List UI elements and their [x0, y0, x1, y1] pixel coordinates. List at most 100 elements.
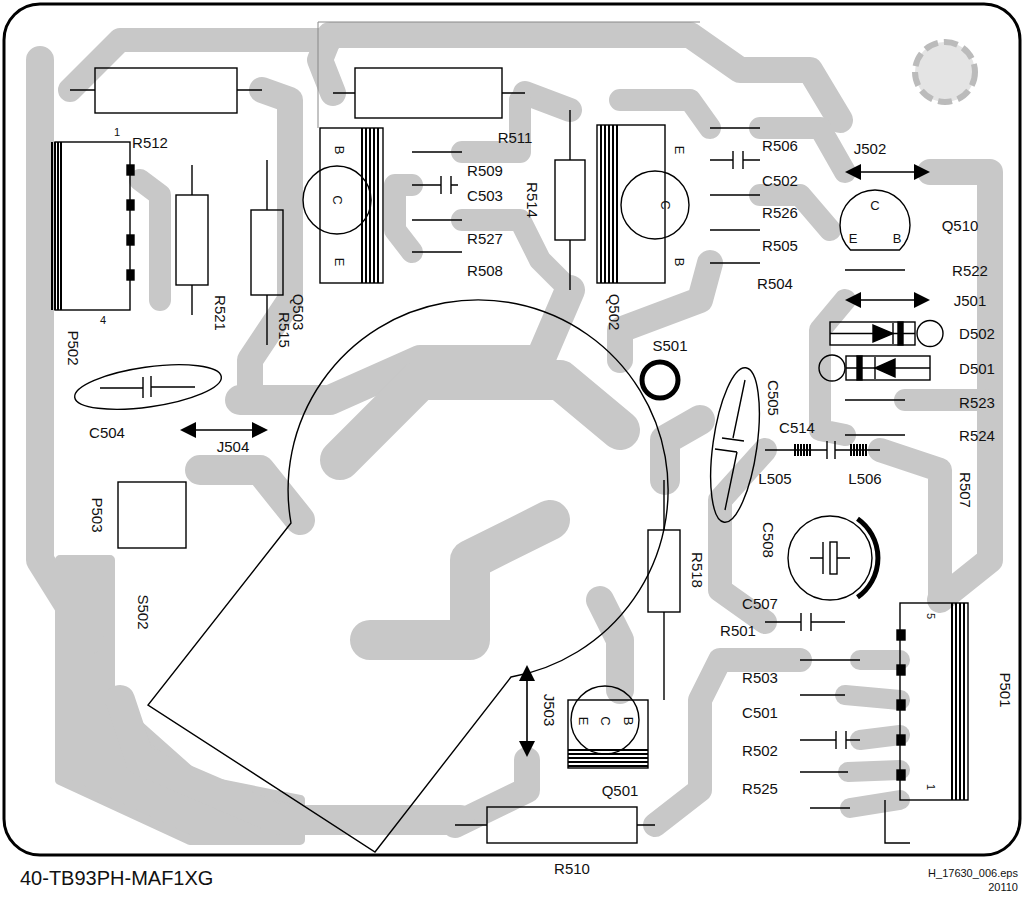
- part-label: S501: [652, 338, 687, 353]
- part-label: R509: [467, 163, 503, 178]
- capacitor-symbol: [715, 380, 745, 510]
- diode-pad: [819, 355, 845, 381]
- transistor-tab: [601, 125, 617, 283]
- diode-symbol: [846, 357, 930, 379]
- copper-trace: [40, 60, 90, 640]
- copper-trace: [655, 660, 800, 825]
- capacitor-outline: [72, 357, 224, 417]
- jumper-line: [187, 172, 923, 748]
- part-label: R514: [525, 182, 540, 218]
- resistor-symbol: [800, 659, 860, 660]
- copper-trace: [462, 220, 570, 290]
- arrow-head: [519, 665, 535, 681]
- transistor-body: [840, 190, 910, 250]
- part-label: R510: [554, 861, 590, 876]
- copper-trace: [395, 185, 412, 252]
- part-label: R526: [762, 205, 798, 220]
- part-label: D501: [959, 361, 995, 376]
- polarity-mark: [858, 519, 878, 598]
- screw-ring: [642, 362, 678, 398]
- copper-layer: [40, 35, 990, 840]
- diode-body: [830, 322, 915, 345]
- copper-trace: [760, 128, 845, 172]
- terminal-letter: E: [577, 717, 590, 726]
- terminal-letter: E: [849, 232, 858, 245]
- pin-number: 4: [100, 315, 106, 326]
- connector-pin: [127, 270, 134, 280]
- resistor-symbol: [800, 694, 845, 695]
- resistor-symbol: [710, 229, 760, 230]
- part-label: R502: [742, 743, 778, 758]
- diode-body: [846, 356, 930, 380]
- inductor-symbol: [851, 444, 866, 456]
- part-label: C504: [89, 425, 125, 440]
- resistor-symbol: [800, 771, 848, 772]
- resistor-symbol: [845, 269, 905, 270]
- component-outlines: [52, 68, 968, 852]
- copper-trace: [600, 600, 620, 690]
- terminal-letter: C: [599, 716, 612, 725]
- part-label: Q510: [942, 218, 979, 233]
- pin-number: 20110: [988, 882, 1018, 893]
- part-label: Q502: [607, 294, 622, 331]
- capacitor-outline: [788, 516, 872, 600]
- copper-trace: [760, 195, 830, 230]
- arrow-head: [914, 164, 930, 180]
- diode-band: [857, 356, 862, 380]
- connector-pin: [127, 165, 134, 175]
- part-label: J502: [854, 141, 887, 156]
- connector-pin: [897, 665, 905, 675]
- part-label: J501: [954, 293, 987, 308]
- transistor-outline: [320, 128, 383, 283]
- connector-pin: [897, 630, 905, 640]
- connector-pin: [897, 735, 905, 745]
- terminal-letter: B: [333, 146, 346, 155]
- transistor-tab: [568, 750, 648, 766]
- heatsink-outline: [148, 300, 668, 852]
- resistor-lead: [569, 110, 570, 290]
- resistor-symbol: [710, 127, 760, 128]
- copper-trace: [880, 450, 940, 600]
- arrow-head: [180, 422, 196, 438]
- part-label: C502: [762, 173, 798, 188]
- resistor-lead: [70, 89, 262, 90]
- part-label: L506: [848, 471, 881, 486]
- diode-band: [898, 322, 903, 345]
- resistor-lead: [191, 165, 192, 315]
- arrow-head: [519, 741, 535, 757]
- transistor-body: [303, 166, 371, 234]
- board-outline: [4, 4, 1020, 855]
- terminal-letter: C: [331, 195, 344, 204]
- part-label: D502: [959, 326, 995, 341]
- terminal-letter: E: [673, 146, 686, 155]
- terminal-letter: B: [622, 717, 635, 726]
- resistor-symbol: [710, 262, 760, 263]
- part-label: R523: [959, 395, 995, 410]
- copper-trace: [370, 520, 550, 640]
- arrow-head: [252, 422, 268, 438]
- terminal-letter: C: [659, 200, 672, 209]
- resistor-lead: [663, 480, 664, 700]
- copper-trace: [620, 100, 710, 128]
- part-label: P503: [90, 497, 105, 532]
- resistor-symbol: [355, 68, 502, 118]
- copper-trace: [320, 35, 840, 120]
- capacitor-symbol: [765, 441, 880, 459]
- diode-symbol: [830, 323, 915, 344]
- part-label: R506: [762, 138, 798, 153]
- resistor-symbol: [412, 219, 462, 220]
- copper-trace: [140, 180, 160, 300]
- copper-trace: [340, 380, 620, 460]
- arrow-head: [845, 292, 861, 308]
- resistor-symbol: [845, 399, 905, 400]
- resistor-symbol: [555, 160, 585, 240]
- part-label: R521: [213, 295, 228, 331]
- resistor-symbol: [251, 210, 283, 295]
- resistor-symbol: [487, 807, 637, 843]
- resistor-symbol: [845, 434, 905, 435]
- pin-number: H_17630_006.eps: [928, 868, 1018, 879]
- part-label: C508: [761, 522, 776, 558]
- capacitor-symbol: [765, 613, 845, 631]
- diode-symbol: [875, 359, 895, 377]
